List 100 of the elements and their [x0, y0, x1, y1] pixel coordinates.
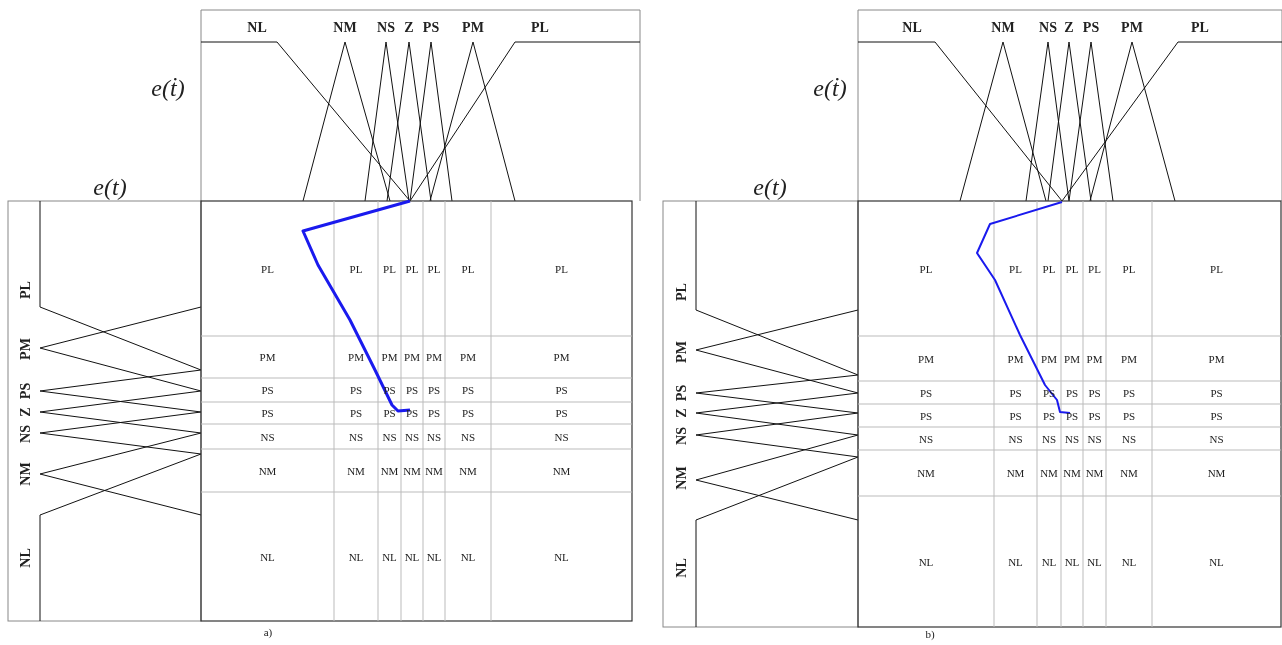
rule-label: PM — [404, 351, 420, 363]
rule-label: NL — [1121, 556, 1137, 567]
rule-label: NM — [1006, 467, 1025, 479]
membership-label: PM — [462, 21, 484, 35]
rule-label: NL — [1008, 556, 1023, 567]
rule-label: NM — [1120, 467, 1138, 479]
rule-label: NL — [1209, 556, 1224, 567]
rule-label: PM — [1086, 353, 1103, 364]
rule-label: PL — [349, 263, 363, 274]
rule-label: NS — [382, 431, 397, 442]
membership-label: PL — [531, 21, 549, 35]
membership-label: NL — [19, 548, 33, 568]
membership-label: NS — [19, 425, 33, 443]
membership-label: NL — [247, 21, 267, 35]
rule-label: PM — [1041, 353, 1057, 364]
rule-label: PM — [1007, 353, 1024, 364]
axis-label: e(t) — [753, 175, 787, 199]
rule-label: PL — [1210, 263, 1223, 274]
rule-label: NS — [348, 431, 364, 442]
rule-label: PS — [1088, 410, 1101, 421]
axis-label: e(t) — [93, 175, 127, 199]
rule-label: PS — [405, 407, 419, 419]
rule-label: PS — [383, 407, 396, 419]
rule-label: NL — [1064, 556, 1080, 567]
rule-label: PS — [1009, 387, 1022, 398]
membership-label: Z — [1064, 21, 1074, 35]
rule-label: PS — [1042, 410, 1056, 421]
rule-label: PS — [427, 407, 441, 419]
rule-label: PM — [381, 351, 398, 363]
rule-label: PM — [348, 351, 364, 363]
rule-label: NL — [260, 551, 275, 562]
rule-label: PS — [1210, 387, 1223, 398]
membership-label: PM — [19, 338, 33, 360]
rule-label: PS — [261, 384, 274, 396]
rule-label: PM — [1121, 353, 1137, 364]
rule-label: NS — [554, 431, 569, 442]
membership-label: NL — [902, 21, 922, 35]
rule-label: PS — [461, 384, 475, 396]
rule-label: NS — [1087, 433, 1102, 444]
rule-label: PM — [553, 351, 570, 363]
rule-label: PL — [1042, 263, 1056, 274]
membership-label: NM — [991, 21, 1015, 35]
membership-label: NS — [377, 21, 395, 35]
rule-label: NL — [404, 551, 420, 562]
rule-label: PM — [259, 351, 276, 363]
rule-label: NS — [1121, 433, 1137, 444]
rule-label: NS — [404, 431, 420, 442]
rule-label: PS — [919, 410, 933, 421]
membership-label: PS — [19, 382, 33, 400]
rule-label: PS — [1065, 410, 1079, 421]
rule-label: PM — [426, 351, 442, 363]
rule-label: PL — [461, 263, 475, 274]
panel-caption: a) — [263, 626, 273, 638]
membership-label: NM — [675, 466, 689, 490]
rule-label: PL — [427, 263, 441, 274]
rule-label: PS — [349, 407, 363, 419]
membership-label: PM — [1121, 21, 1143, 35]
membership-label: PL — [675, 283, 689, 301]
rule-label: NM — [403, 465, 421, 476]
rule-label: PL — [555, 263, 568, 274]
rule-label: NS — [460, 431, 476, 442]
rule-label: PS — [405, 384, 419, 396]
rule-label: PL — [1009, 263, 1022, 274]
rule-label: PL — [919, 263, 933, 274]
membership-label: Z — [404, 21, 414, 35]
panel-caption: b) — [925, 628, 935, 640]
rule-label: NM — [380, 465, 399, 476]
rule-label: NL — [460, 551, 476, 562]
rule-label: NL — [554, 551, 569, 562]
rule-label: PS — [349, 384, 363, 396]
rule-label: NL — [348, 551, 364, 562]
rule-label: PM — [1208, 353, 1225, 364]
membership-label: NS — [1039, 21, 1057, 35]
axis-label: e(ṫ) — [813, 76, 847, 100]
rule-label: NS — [1008, 433, 1023, 444]
rule-label: NL — [426, 551, 442, 562]
membership-label: PL — [1191, 21, 1209, 35]
rule-label: PS — [1088, 387, 1101, 398]
rule-label: NL — [1041, 556, 1057, 567]
rule-label: NM — [425, 465, 443, 476]
membership-label: Z — [19, 407, 33, 417]
rule-label: PS — [427, 384, 441, 396]
rule-label: NL — [918, 556, 934, 567]
rule-label: NM — [1040, 467, 1058, 479]
rule-label: PS — [1122, 410, 1136, 421]
rule-label: PL — [261, 263, 274, 274]
rule-label: PL — [383, 263, 396, 274]
membership-label: NS — [675, 427, 689, 445]
rule-label: NS — [426, 431, 442, 442]
rule-label: NM — [258, 465, 277, 476]
rule-label: PL — [1065, 263, 1079, 274]
rule-label: NM — [1207, 467, 1226, 479]
rule-label: PS — [1065, 387, 1079, 398]
rule-label: PM — [1064, 353, 1080, 364]
rule-label: NM — [917, 467, 935, 479]
rule-label: NS — [1041, 433, 1057, 444]
rule-label: PS — [1122, 387, 1136, 398]
rule-label: PL — [405, 263, 419, 274]
rule-label: NS — [260, 431, 275, 442]
rule-label: PS — [261, 407, 274, 419]
